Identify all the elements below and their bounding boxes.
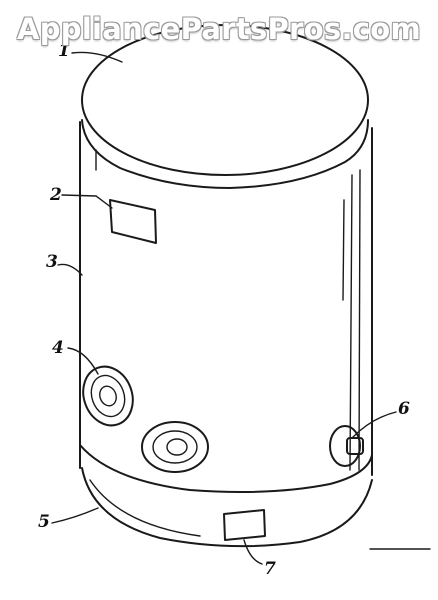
tank-body — [79, 121, 373, 493]
bottom-base — [81, 467, 373, 548]
callout-5: 5 — [38, 512, 50, 532]
upper-access-port — [82, 365, 134, 427]
callout-6: 6 — [398, 399, 410, 419]
side-fitting — [329, 425, 364, 467]
leader-lines — [51, 51, 431, 565]
callout-3: 3 — [46, 252, 58, 272]
callout-4: 4 — [52, 338, 64, 358]
callout-1: 1 — [58, 41, 70, 61]
top-cover — [81, 24, 369, 189]
callout-7: 7 — [264, 559, 276, 579]
site-watermark: AppliancePartsPros.com — [16, 12, 422, 46]
lower-access-port — [141, 421, 209, 473]
label-plate — [109, 199, 157, 244]
rating-plate — [223, 509, 266, 541]
callout-2: 2 — [49, 185, 62, 205]
